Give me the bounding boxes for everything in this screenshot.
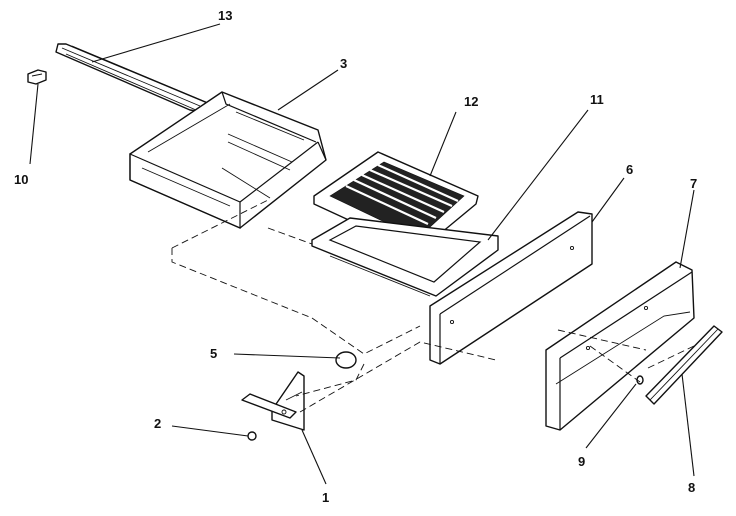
callout-9: 9 (578, 454, 585, 469)
callout-8: 8 (688, 480, 695, 495)
callout-7: 7 (690, 176, 697, 191)
part-6-front-panel (429, 211, 593, 365)
callout-2: 2 (154, 416, 161, 431)
part-11-frame (311, 217, 499, 297)
part-12-grille (313, 151, 479, 253)
callout-6: 6 (626, 162, 633, 177)
part-13-rail (55, 43, 211, 113)
part-8-handle-rod (645, 325, 723, 405)
callout-5: 5 (210, 346, 217, 361)
callout-10: 10 (14, 172, 28, 187)
callout-labels: 13 10 3 12 11 6 7 5 2 1 9 8 (14, 8, 697, 505)
part-5-roller (335, 351, 357, 369)
part-3-drawer-tray (129, 91, 327, 229)
callout-3: 3 (340, 56, 347, 71)
part-7-outer-panel (545, 261, 695, 431)
leader-lines (29, 23, 695, 485)
alignment-lines (171, 199, 695, 413)
part-10-clip (27, 69, 47, 85)
part-2-nut (247, 431, 257, 441)
callout-1: 1 (322, 490, 329, 505)
callout-13: 13 (218, 8, 232, 23)
callout-11: 11 (590, 92, 604, 107)
part-1-bracket (241, 371, 305, 431)
callout-12: 12 (464, 94, 478, 109)
